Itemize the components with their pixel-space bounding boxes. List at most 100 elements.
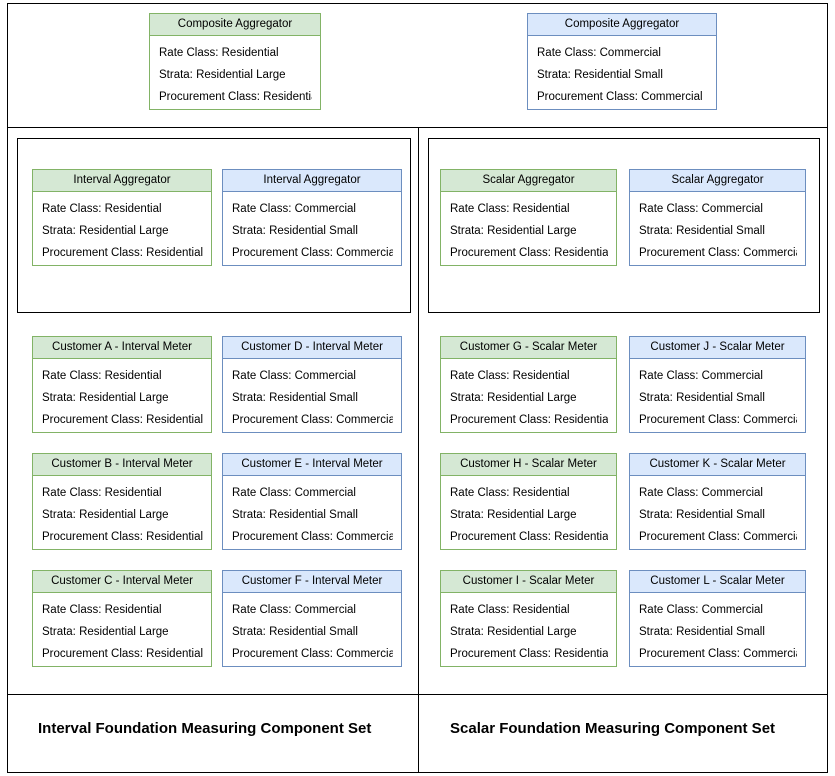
- attr-strata: Strata: Residential Large: [159, 69, 286, 81]
- card-composite-aggregator-commercial[interactable]: Composite Aggregator Rate Class: Commerc…: [527, 13, 717, 110]
- divider-bottom: [7, 694, 828, 695]
- card-body: Rate Class: Commercial Strata: Residenti…: [223, 476, 401, 554]
- card-customer-l-scalar-meter[interactable]: Customer L - Scalar Meter Rate Class: Co…: [629, 570, 806, 667]
- card-body: Rate Class: Residential Strata: Resident…: [33, 476, 211, 554]
- attr-procurement-class: Procurement Class: Commercial: [232, 648, 393, 660]
- card-header: Customer C - Interval Meter: [33, 571, 211, 593]
- footer-label-interval: Interval Foundation Measuring Component …: [38, 720, 372, 737]
- attr-procurement-class: Procurement Class: Residential: [42, 247, 203, 259]
- attr-procurement-class: Procurement Class: Commercial: [639, 648, 797, 660]
- attr-procurement-class: Procurement Class: Commercial: [232, 531, 393, 543]
- card-header: Customer D - Interval Meter: [223, 337, 401, 359]
- card-customer-h-scalar-meter[interactable]: Customer H - Scalar Meter Rate Class: Re…: [440, 453, 617, 550]
- card-header: Customer F - Interval Meter: [223, 571, 401, 593]
- attr-rate-class: Rate Class: Residential: [159, 47, 279, 59]
- attr-strata: Strata: Residential Large: [42, 509, 169, 521]
- attr-rate-class: Rate Class: Commercial: [232, 203, 356, 215]
- attr-procurement-class: Procurement Class: Commercial: [232, 247, 393, 259]
- attr-strata: Strata: Residential Small: [639, 626, 765, 638]
- attr-strata: Strata: Residential Small: [232, 225, 358, 237]
- card-customer-e-interval-meter[interactable]: Customer E - Interval Meter Rate Class: …: [222, 453, 402, 550]
- card-body: Rate Class: Commercial Strata: Residenti…: [630, 476, 805, 554]
- card-scalar-aggregator-commercial[interactable]: Scalar Aggregator Rate Class: Commercial…: [629, 169, 806, 266]
- attr-strata: Strata: Residential Large: [450, 626, 577, 638]
- card-body: Rate Class: Commercial Strata: Residenti…: [223, 359, 401, 437]
- attr-procurement-class: Procurement Class: Commercial: [537, 91, 703, 103]
- card-customer-f-interval-meter[interactable]: Customer F - Interval Meter Rate Class: …: [222, 570, 402, 667]
- attr-strata: Strata: Residential Large: [450, 392, 577, 404]
- attr-strata: Strata: Residential Small: [232, 626, 358, 638]
- card-customer-b-interval-meter[interactable]: Customer B - Interval Meter Rate Class: …: [32, 453, 212, 550]
- card-header: Composite Aggregator: [150, 14, 320, 36]
- card-customer-c-interval-meter[interactable]: Customer C - Interval Meter Rate Class: …: [32, 570, 212, 667]
- attr-rate-class: Rate Class: Residential: [42, 604, 162, 616]
- attr-rate-class: Rate Class: Commercial: [639, 487, 763, 499]
- card-body: Rate Class: Commercial Strata: Residenti…: [223, 192, 401, 270]
- attr-strata: Strata: Residential Small: [232, 392, 358, 404]
- attr-rate-class: Rate Class: Commercial: [639, 604, 763, 616]
- attr-rate-class: Rate Class: Residential: [42, 203, 162, 215]
- card-body: Rate Class: Residential Strata: Resident…: [441, 192, 616, 270]
- attr-rate-class: Rate Class: Commercial: [232, 604, 356, 616]
- attr-rate-class: Rate Class: Commercial: [232, 370, 356, 382]
- card-header: Customer B - Interval Meter: [33, 454, 211, 476]
- card-body: Rate Class: Residential Strata: Resident…: [150, 36, 320, 114]
- card-header: Customer A - Interval Meter: [33, 337, 211, 359]
- card-interval-aggregator-residential[interactable]: Interval Aggregator Rate Class: Resident…: [32, 169, 212, 266]
- attr-strata: Strata: Residential Large: [450, 225, 577, 237]
- attr-rate-class: Rate Class: Residential: [450, 370, 570, 382]
- card-header: Interval Aggregator: [33, 170, 211, 192]
- card-header: Scalar Aggregator: [441, 170, 616, 192]
- attr-procurement-class: Procurement Class: Residential: [450, 247, 608, 259]
- card-body: Rate Class: Commercial Strata: Residenti…: [630, 192, 805, 270]
- card-customer-g-scalar-meter[interactable]: Customer G - Scalar Meter Rate Class: Re…: [440, 336, 617, 433]
- attr-procurement-class: Procurement Class: Commercial: [639, 414, 797, 426]
- attr-procurement-class: Procurement Class: Commercial: [639, 531, 797, 543]
- card-header: Composite Aggregator: [528, 14, 716, 36]
- attr-rate-class: Rate Class: Commercial: [232, 487, 356, 499]
- card-interval-aggregator-commercial[interactable]: Interval Aggregator Rate Class: Commerci…: [222, 169, 402, 266]
- card-header: Customer J - Scalar Meter: [630, 337, 805, 359]
- footer-label-scalar: Scalar Foundation Measuring Component Se…: [450, 720, 776, 737]
- attr-strata: Strata: Residential Small: [232, 509, 358, 521]
- attr-strata: Strata: Residential Small: [639, 225, 765, 237]
- card-body: Rate Class: Commercial Strata: Residenti…: [528, 36, 716, 114]
- card-body: Rate Class: Residential Strata: Resident…: [441, 359, 616, 437]
- card-scalar-aggregator-residential[interactable]: Scalar Aggregator Rate Class: Residentia…: [440, 169, 617, 266]
- attr-procurement-class: Procurement Class: Residential: [450, 648, 608, 660]
- card-customer-k-scalar-meter[interactable]: Customer K - Scalar Meter Rate Class: Co…: [629, 453, 806, 550]
- attr-procurement-class: Procurement Class: Residential: [42, 531, 203, 543]
- outer-frame: [7, 3, 828, 773]
- card-body: Rate Class: Residential Strata: Resident…: [441, 593, 616, 671]
- card-body: Rate Class: Residential Strata: Resident…: [33, 593, 211, 671]
- attr-procurement-class: Procurement Class: Residential: [450, 531, 608, 543]
- card-header: Customer G - Scalar Meter: [441, 337, 616, 359]
- attr-strata: Strata: Residential Small: [639, 392, 765, 404]
- card-header: Scalar Aggregator: [630, 170, 805, 192]
- card-header: Customer E - Interval Meter: [223, 454, 401, 476]
- card-customer-d-interval-meter[interactable]: Customer D - Interval Meter Rate Class: …: [222, 336, 402, 433]
- attr-strata: Strata: Residential Large: [42, 626, 169, 638]
- attr-strata: Strata: Residential Large: [42, 225, 169, 237]
- card-composite-aggregator-residential[interactable]: Composite Aggregator Rate Class: Residen…: [149, 13, 321, 110]
- card-customer-j-scalar-meter[interactable]: Customer J - Scalar Meter Rate Class: Co…: [629, 336, 806, 433]
- attr-strata: Strata: Residential Large: [42, 392, 169, 404]
- card-body: Rate Class: Residential Strata: Resident…: [441, 476, 616, 554]
- card-customer-a-interval-meter[interactable]: Customer A - Interval Meter Rate Class: …: [32, 336, 212, 433]
- attr-procurement-class: Procurement Class: Residential: [42, 648, 203, 660]
- card-body: Rate Class: Commercial Strata: Residenti…: [223, 593, 401, 671]
- card-customer-i-scalar-meter[interactable]: Customer I - Scalar Meter Rate Class: Re…: [440, 570, 617, 667]
- attr-strata: Strata: Residential Small: [639, 509, 765, 521]
- attr-procurement-class: Procurement Class: Residential: [159, 91, 312, 103]
- attr-strata: Strata: Residential Small: [537, 69, 663, 81]
- card-header: Customer H - Scalar Meter: [441, 454, 616, 476]
- attr-rate-class: Rate Class: Residential: [42, 370, 162, 382]
- attr-rate-class: Rate Class: Commercial: [639, 203, 763, 215]
- card-body: Rate Class: Residential Strata: Resident…: [33, 359, 211, 437]
- attr-rate-class: Rate Class: Residential: [42, 487, 162, 499]
- card-header: Customer K - Scalar Meter: [630, 454, 805, 476]
- divider-top: [7, 127, 828, 128]
- attr-procurement-class: Procurement Class: Commercial: [639, 247, 797, 259]
- attr-procurement-class: Procurement Class: Residential: [42, 414, 203, 426]
- attr-rate-class: Rate Class: Residential: [450, 203, 570, 215]
